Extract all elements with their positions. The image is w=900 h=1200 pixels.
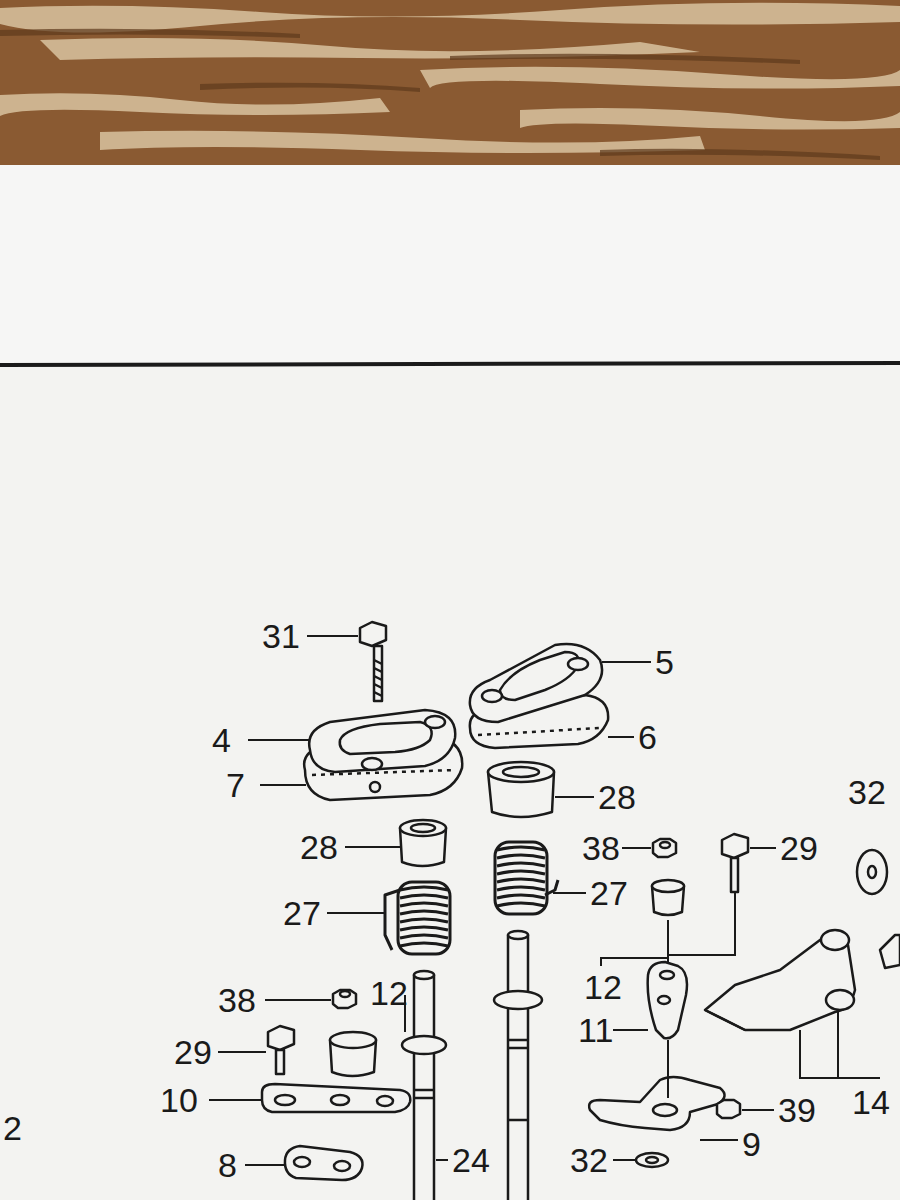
callout-number: 29 — [174, 1035, 212, 1069]
washer-hole — [646, 1157, 658, 1163]
plate — [285, 1146, 363, 1180]
gasket-edge — [478, 728, 600, 735]
callout-number: 9 — [742, 1127, 761, 1161]
callout-number: 12 — [584, 970, 622, 1004]
callout-number: 8 — [218, 1148, 237, 1182]
callout-number: 29 — [780, 831, 818, 865]
bolt — [360, 622, 386, 646]
plate — [262, 1084, 410, 1112]
callout-number: 14 — [852, 1085, 890, 1119]
shaft-collar — [494, 991, 542, 1009]
callout-number: 7 — [226, 768, 245, 802]
rule-line — [0, 363, 900, 365]
wood-grain-dark — [0, 29, 880, 160]
callout-number: 32 — [848, 775, 886, 809]
hole — [568, 658, 588, 670]
cover-plate — [309, 710, 455, 772]
paper — [0, 165, 900, 1200]
callout-number: 27 — [590, 876, 628, 910]
hole — [294, 1157, 310, 1167]
nut-hole — [340, 991, 350, 997]
callout-number: 2 — [3, 1111, 22, 1145]
washer — [636, 1153, 668, 1167]
lever — [589, 1077, 724, 1130]
washer-hole — [868, 866, 876, 878]
cylinder-tip — [705, 1010, 745, 1030]
callout-number: 6 — [638, 720, 657, 754]
bushing-top — [652, 880, 684, 892]
bolt-shank — [731, 858, 738, 892]
hole — [331, 1095, 349, 1105]
callout-number: 27 — [283, 896, 321, 930]
callout-number: 12 — [370, 976, 408, 1010]
hole — [370, 782, 380, 792]
hole — [275, 1095, 295, 1105]
clevis — [821, 930, 849, 950]
wood-surface — [0, 0, 900, 170]
shaft-collar — [402, 1036, 446, 1054]
hole — [362, 758, 382, 770]
bolt — [268, 1026, 294, 1050]
nut-hole — [660, 842, 670, 848]
callout-number: 38 — [218, 983, 256, 1017]
nut — [653, 839, 676, 857]
callout-number: 32 — [570, 1143, 608, 1177]
callout-number: 28 — [300, 830, 338, 864]
callout-number: 24 — [452, 1143, 490, 1177]
thread — [374, 660, 382, 696]
bushing-bore — [503, 767, 539, 777]
callout-number: 38 — [582, 831, 620, 865]
callout-number: 31 — [262, 619, 300, 653]
callout-number: 28 — [598, 780, 636, 814]
cover-plate — [470, 644, 602, 722]
bolt-shank — [276, 1050, 284, 1074]
bushing-top — [488, 762, 554, 782]
clevis — [826, 990, 854, 1010]
plate-recess — [500, 652, 579, 700]
shaft — [414, 975, 434, 1200]
hole — [334, 1161, 350, 1171]
bolt — [722, 834, 748, 858]
groove — [414, 1090, 434, 1098]
bushing-top — [330, 1032, 376, 1048]
bushing-bore — [411, 824, 435, 832]
nut — [333, 990, 356, 1008]
paper-top — [0, 165, 900, 365]
groove — [508, 1040, 528, 1120]
hole — [660, 971, 674, 979]
nut — [717, 1100, 740, 1118]
hole — [482, 690, 502, 702]
link — [648, 962, 687, 1038]
callout-number: 5 — [655, 645, 674, 679]
washer — [857, 850, 887, 894]
bushing-top — [400, 820, 446, 836]
wood-grain — [0, 3, 900, 153]
partial-part — [880, 935, 900, 968]
shaft-end — [414, 971, 434, 979]
hole — [653, 1104, 677, 1116]
callout-number: 4 — [212, 723, 231, 757]
shaft-end — [508, 931, 528, 939]
hole — [425, 716, 445, 728]
leader-lines — [209, 636, 880, 1165]
hole — [377, 1096, 393, 1106]
parts — [262, 622, 900, 1200]
hole — [658, 996, 670, 1004]
callout-number: 11 — [578, 1013, 613, 1047]
bolt-shank — [374, 646, 382, 701]
callout-number: 10 — [160, 1083, 198, 1117]
spring — [385, 842, 558, 954]
shaft — [508, 935, 528, 1200]
plate-recess — [340, 722, 432, 754]
callout-number: 39 — [778, 1093, 816, 1127]
